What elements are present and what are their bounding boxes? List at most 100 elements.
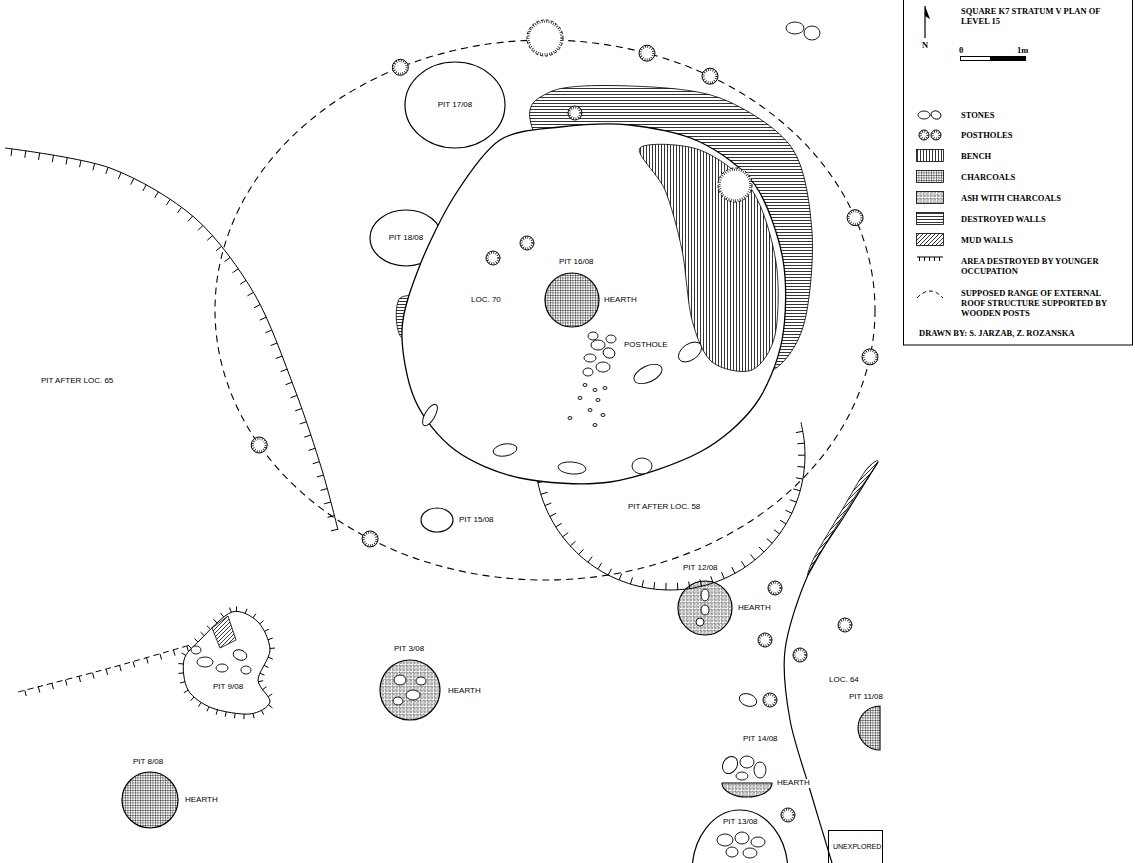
posthole	[362, 531, 378, 547]
hearth-fill	[722, 783, 772, 797]
posthole	[931, 130, 941, 140]
legend-frame	[904, 0, 1133, 345]
destroyed-boundary-ticks	[25, 646, 189, 696]
hearth-fill	[122, 772, 178, 828]
stone	[593, 424, 597, 427]
stone	[751, 837, 765, 847]
posthole	[718, 168, 752, 202]
stone	[588, 409, 592, 412]
destroyed-boundary-ticks	[11, 149, 338, 531]
posthole	[838, 618, 852, 632]
stone	[568, 417, 572, 420]
locus-outline: LOC. 64PIT 11/08	[770, 462, 880, 863]
stone	[558, 461, 587, 475]
stone	[918, 111, 930, 119]
stone	[596, 362, 610, 372]
stone	[602, 346, 617, 360]
pit-outline: PIT 17/08	[405, 62, 505, 148]
stone	[601, 414, 605, 417]
legend-text: CHARCOALS	[960, 172, 1127, 182]
stone	[394, 675, 406, 685]
hearth-fill	[545, 273, 599, 327]
posthole	[763, 693, 777, 707]
posthole	[847, 210, 863, 226]
stone	[583, 368, 593, 376]
posthole	[758, 633, 772, 647]
posthole	[486, 251, 500, 265]
area-label: UNEXPLORED	[832, 843, 882, 851]
hearth-pit: PIT 12/08HEARTH	[677, 564, 792, 636]
posthole	[768, 581, 782, 595]
stone	[420, 402, 441, 428]
posthole	[781, 808, 795, 822]
pit-outline: PIT 11/08	[845, 690, 885, 750]
stone	[631, 360, 665, 387]
stone	[584, 354, 596, 362]
credit-line: DRAWN BY: S. JARZAB, Z. ROZANSKA	[918, 328, 1076, 338]
legend-text: AREA DESTROYED BY YOUNGER OCCUPATION	[960, 256, 1127, 276]
pit-outline	[692, 810, 788, 863]
stone	[606, 335, 616, 343]
pit-outline: PIT 9/08	[180, 605, 275, 717]
unexplored-box	[829, 831, 883, 863]
feature-label: PIT 11/08	[848, 693, 884, 702]
stone	[735, 832, 749, 844]
feature-label: PIT 17/08	[437, 101, 474, 110]
posthole	[392, 59, 408, 75]
stone	[743, 848, 757, 858]
feature-label: PIT 15/08	[458, 516, 495, 525]
pit-outline	[421, 508, 453, 532]
pit-outline-ticks	[178, 606, 274, 719]
pit-outline	[183, 611, 270, 714]
stone	[588, 332, 598, 340]
hearth-fill	[678, 581, 732, 635]
stone	[804, 26, 820, 40]
area-label: PIT AFTER LOC. 58	[627, 503, 701, 512]
feature-shape	[690, 806, 790, 863]
legend-swatch	[916, 108, 944, 122]
feature-label: PIT 16/08	[558, 258, 595, 267]
stone	[701, 589, 709, 601]
legend-swatch	[916, 128, 944, 142]
stone	[740, 756, 754, 768]
scale-mark: 1m	[1016, 45, 1029, 55]
hearth-pit: PIT 3/08HEARTH	[375, 645, 490, 725]
feature-note: HEARTH	[184, 796, 219, 805]
destroyed-boundary	[18, 645, 190, 692]
feature-label: LOC. 64	[828, 676, 860, 685]
legend-swatch	[916, 191, 944, 205]
stone	[216, 664, 228, 672]
locus-wall	[784, 462, 878, 863]
stone	[406, 690, 420, 700]
posthole	[568, 106, 582, 120]
roof-range	[215, 40, 875, 580]
stone	[596, 399, 600, 402]
hearth-pit: PIT 16/08HEARTH	[540, 258, 650, 330]
legend-swatch	[916, 149, 944, 163]
posthole	[527, 20, 563, 56]
feature-label: PIT 3/08	[393, 645, 425, 654]
destroyed-boundary-ticks	[920, 257, 940, 261]
stone	[197, 657, 213, 667]
scale-mark: 0	[958, 45, 964, 55]
north-arrow-head	[925, 6, 930, 19]
features	[5, 20, 878, 822]
stone	[191, 646, 201, 654]
posthole	[702, 68, 718, 84]
legend-swatch	[916, 286, 944, 300]
north-letter: N	[921, 40, 929, 50]
stone	[736, 772, 748, 780]
destroyed-boundary	[5, 148, 338, 530]
posthole	[520, 236, 534, 250]
stone	[241, 666, 251, 674]
feature-label: PIT 14/08	[742, 735, 779, 744]
legend-swatch	[916, 233, 944, 247]
hearth-pit: PIT 8/08HEARTH	[120, 758, 230, 830]
locus-floor	[402, 124, 786, 484]
feature-shape	[540, 258, 650, 330]
feature-shape	[375, 645, 490, 725]
legend-text: STONES	[960, 110, 1127, 120]
stone	[675, 338, 705, 366]
pit-outline: PIT 13/08	[690, 806, 790, 863]
